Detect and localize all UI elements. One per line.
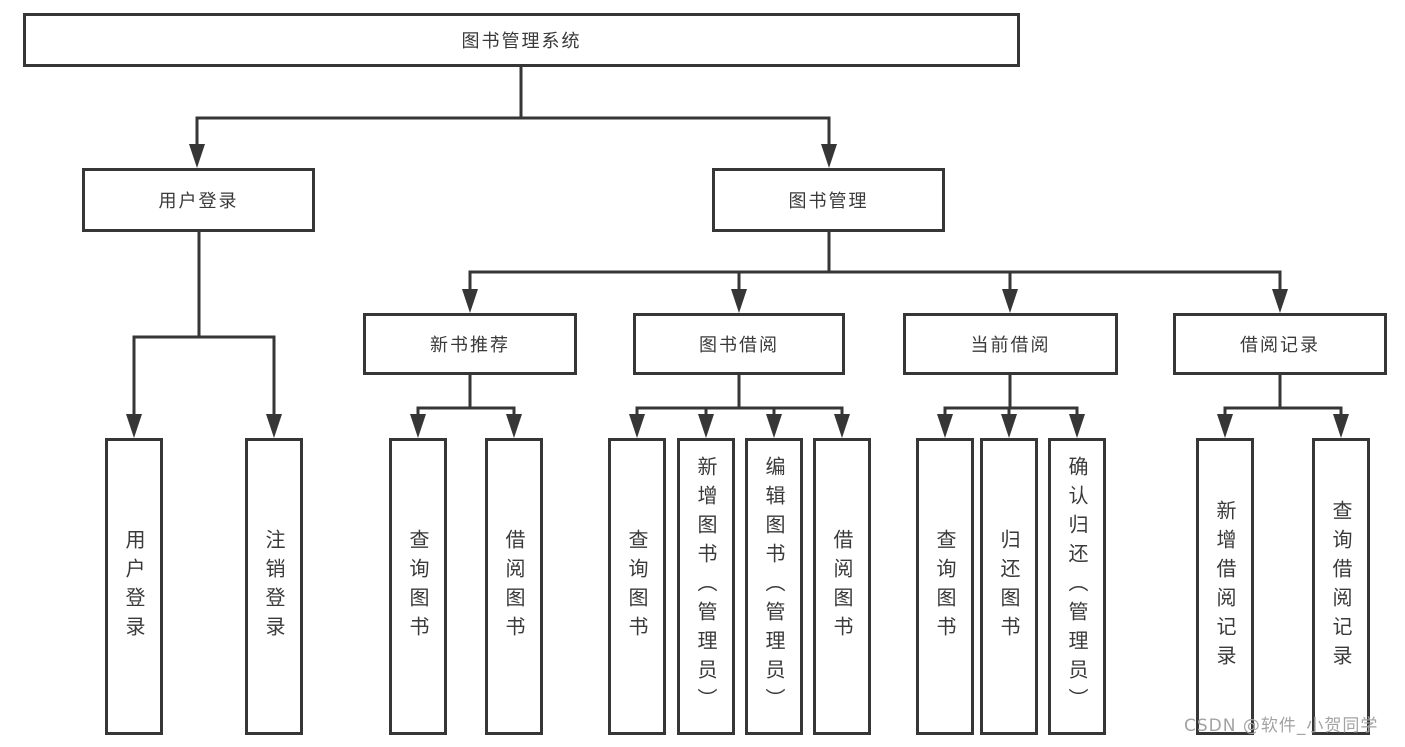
leaf-current-query-book-label: 查询图书 [933, 528, 957, 645]
connector-recommend-to-leaves [416, 373, 516, 417]
leaf-records-query-record: 查询借阅记录 [1312, 438, 1370, 735]
arrowhead [1002, 289, 1018, 313]
arrowhead [126, 414, 142, 438]
arrowhead [937, 414, 953, 438]
leaf-borrowing-query-book: 查询图书 [608, 438, 666, 735]
arrowhead [1272, 289, 1288, 313]
leaf-borrowing-add-book-label: 新增图书（管理员） [694, 456, 718, 717]
node-root: 图书管理系统 [23, 13, 1020, 67]
arrowhead [698, 414, 714, 438]
connector-bookmgmt-to-level3 [468, 230, 1282, 291]
connector-root-to-level2 [195, 64, 831, 146]
connector-userlogin-to-leaves [132, 230, 276, 416]
node-book-borrowing: 图书借阅 [633, 313, 845, 375]
arrowhead [462, 289, 478, 313]
node-book-management: 图书管理 [712, 168, 945, 232]
arrowhead [506, 414, 522, 438]
leaf-recommend-query-book: 查询图书 [389, 438, 447, 735]
arrowhead [834, 414, 850, 438]
leaf-records-add-record-label: 新增借阅记录 [1213, 499, 1237, 674]
node-new-book-recommend-label: 新书推荐 [430, 335, 510, 356]
leaf-current-confirm-return-label: 确认归还（管理员） [1065, 456, 1089, 717]
arrowhead [731, 289, 747, 313]
node-new-book-recommend: 新书推荐 [363, 313, 577, 375]
leaf-logout: 注销登录 [245, 438, 303, 735]
leaf-recommend-borrow-book: 借阅图书 [485, 438, 543, 735]
leaf-records-add-record: 新增借阅记录 [1196, 438, 1254, 735]
node-borrow-records-label: 借阅记录 [1240, 335, 1320, 356]
leaf-logout-label: 注销登录 [262, 528, 286, 645]
node-root-label: 图书管理系统 [461, 31, 582, 52]
leaf-records-query-record-label: 查询借阅记录 [1329, 499, 1353, 674]
leaf-borrowing-edit-book: 编辑图书（管理员） [745, 438, 803, 735]
node-current-borrowing: 当前借阅 [903, 313, 1118, 375]
leaf-borrowing-query-book-label: 查询图书 [625, 528, 649, 645]
arrowhead [1333, 414, 1349, 438]
arrowhead [266, 414, 282, 438]
node-book-borrowing-label: 图书借阅 [699, 335, 779, 356]
arrowhead [1217, 414, 1233, 438]
watermark: CSDN @软件_小贺同学 [1184, 716, 1379, 736]
arrowhead [821, 144, 837, 168]
node-borrow-records: 借阅记录 [1173, 313, 1387, 375]
leaf-current-confirm-return: 确认归还（管理员） [1048, 438, 1106, 735]
arrowhead [766, 414, 782, 438]
leaf-current-query-book: 查询图书 [916, 438, 974, 735]
connector-borrowing-to-leaves [635, 373, 844, 417]
leaf-current-return-book-label: 归还图书 [997, 528, 1021, 645]
connector-records-to-leaves [1223, 373, 1343, 417]
arrowhead [189, 144, 205, 168]
leaf-borrowing-borrow-book-label: 借阅图书 [830, 528, 854, 645]
leaf-borrowing-edit-book-label: 编辑图书（管理员） [762, 456, 786, 717]
arrowhead [1069, 414, 1085, 438]
connector-current-to-leaves [943, 373, 1079, 417]
leaf-current-return-book: 归还图书 [980, 438, 1038, 735]
arrowhead [629, 414, 645, 438]
leaf-recommend-query-book-label: 查询图书 [406, 528, 430, 645]
node-user-login-label: 用户登录 [158, 191, 239, 212]
leaf-user-login-label: 用户登录 [122, 528, 146, 645]
node-user-login: 用户登录 [82, 168, 315, 232]
node-book-management-label: 图书管理 [788, 191, 869, 212]
leaf-recommend-borrow-book-label: 借阅图书 [502, 528, 526, 645]
arrowhead [410, 414, 426, 438]
leaf-borrowing-add-book: 新增图书（管理员） [677, 438, 735, 735]
leaf-user-login: 用户登录 [105, 438, 163, 735]
leaf-borrowing-borrow-book: 借阅图书 [813, 438, 871, 735]
node-current-borrowing-label: 当前借阅 [970, 335, 1051, 356]
arrowhead [1001, 414, 1017, 438]
